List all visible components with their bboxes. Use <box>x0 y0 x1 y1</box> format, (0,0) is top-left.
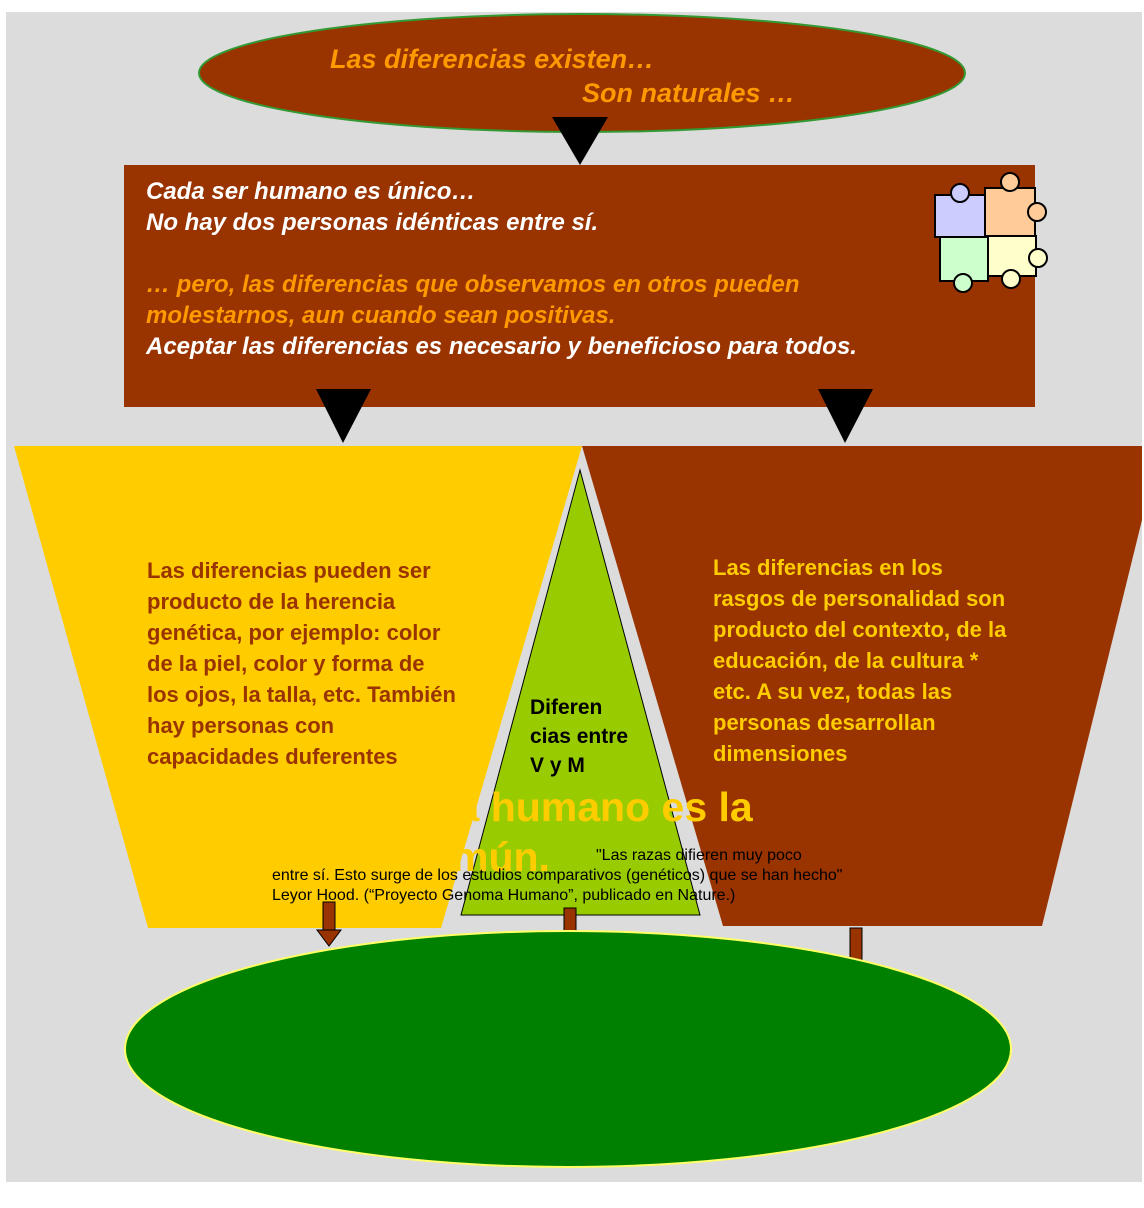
puzzle-pieces-icon <box>934 172 1048 293</box>
top-oval-line1: Las diferencias existen… <box>330 44 655 74</box>
box-line4: molestarnos, aun cuando sean positivas. <box>146 302 616 329</box>
left-trapezoid-text: Las diferencias pueden ser producto de l… <box>147 558 456 769</box>
bottom-oval <box>124 930 1012 1168</box>
center-triangle <box>460 468 701 916</box>
box-line5: Aceptar las diferencias es necesario y b… <box>146 333 857 360</box>
arrow-down-right <box>818 389 873 443</box>
top-oval-line2: Son naturales … <box>582 78 796 108</box>
main-box-text: Cada ser humano es único… No hay dos per… <box>146 176 1026 362</box>
small-arrow-left <box>316 901 342 947</box>
top-oval-text: Las diferencias existen… Son naturales … <box>330 42 890 110</box>
bottom-quote-line1: "Las razas difieren muy poco <box>596 847 802 864</box>
right-trapezoid-text: Las diferencias en los rasgos de persona… <box>713 555 1007 766</box>
right-trapezoid <box>582 446 1142 926</box>
bottom-oval-title: El genoma humano es la matriz común. <box>272 784 753 880</box>
bottom-oval-quote: "Las razas difieren muy poco entre sí. Es… <box>272 846 872 906</box>
center-triangle-text: Diferen cias entre V y M <box>530 696 629 777</box>
arrow-down-top <box>552 117 608 165</box>
box-line1: Cada ser humano es único… <box>146 178 476 205</box>
left-trapezoid <box>14 446 582 928</box>
bottom-quote-rest: entre sí. Esto surge de los estudios com… <box>272 867 843 904</box>
main-box <box>124 165 1035 407</box>
arrow-down-left <box>316 389 371 443</box>
box-line2: No hay dos personas idénticas entre sí. <box>146 209 599 236</box>
box-line3: … pero, las diferencias que observamos e… <box>146 271 800 298</box>
